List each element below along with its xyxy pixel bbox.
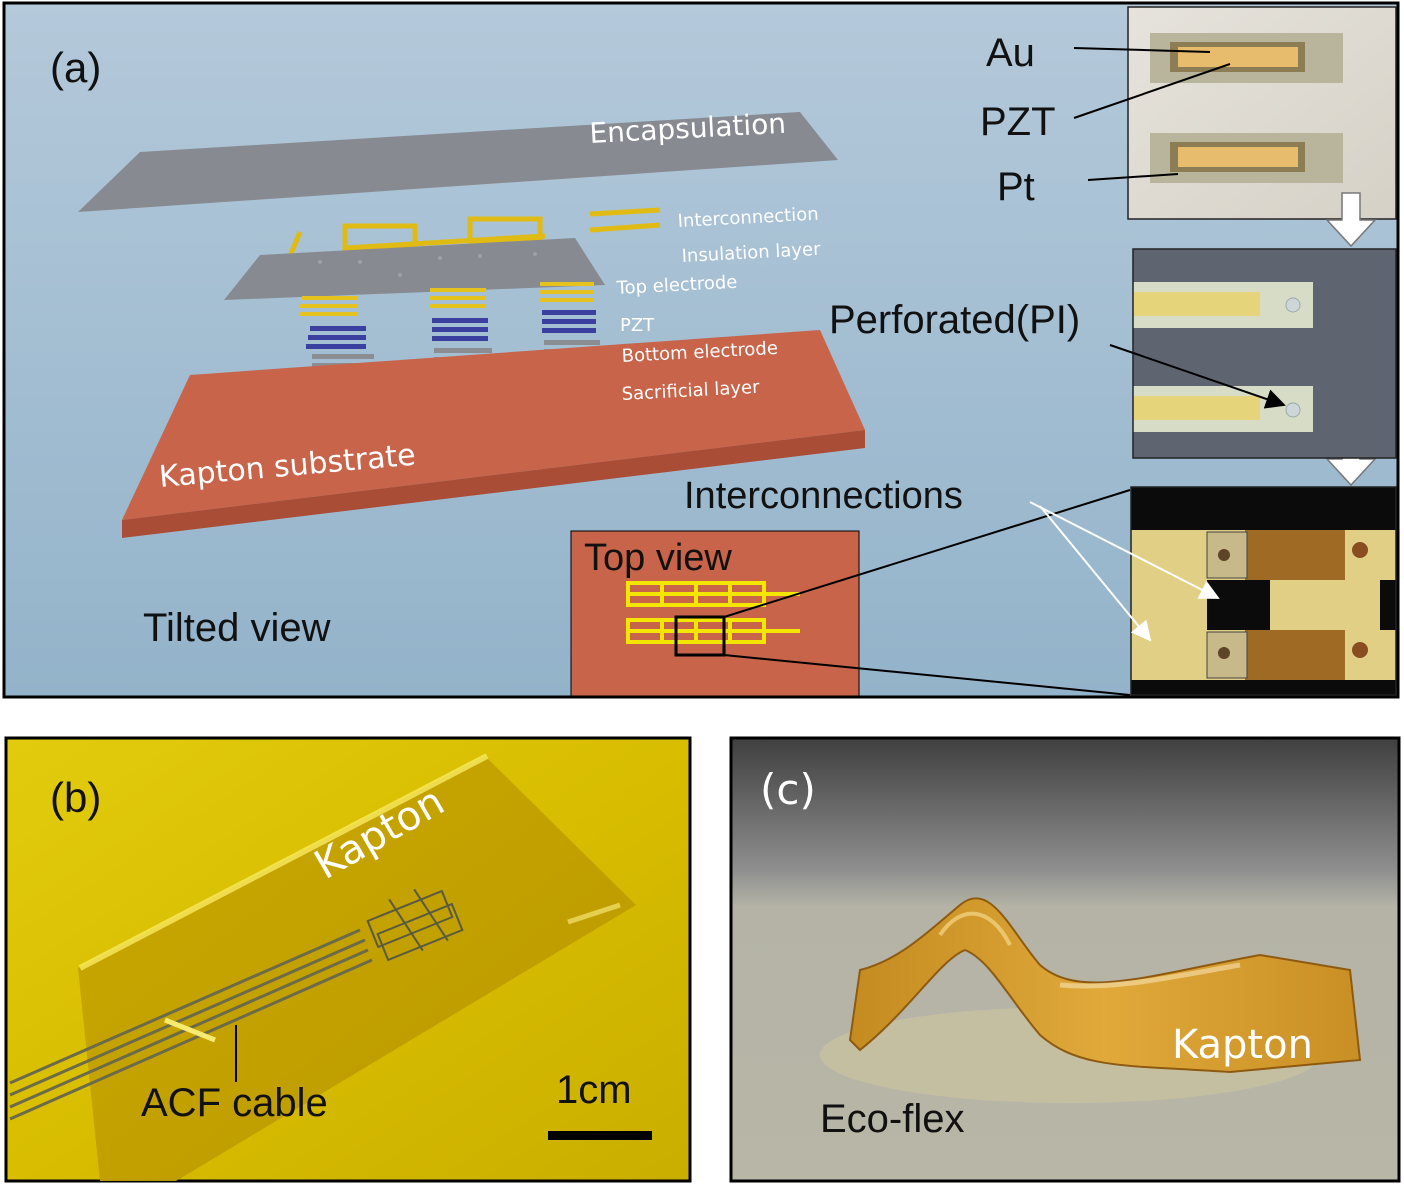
kapton-label-c: Kapton [1172,1022,1313,1068]
kapton-substrate [122,330,865,538]
interconnections-label: Interconnections [684,475,963,517]
micrograph-perforated [1132,248,1397,459]
panel-a: Encapsulation Interconnection Insulation… [2,1,1400,699]
top-view-label: Top view [584,537,732,579]
insulation-layer [224,238,605,300]
top-view-inset: Top view [570,530,860,697]
micrograph-interconnections [1130,486,1397,696]
acf-cable-label: ACF cable [141,1081,328,1125]
panel-c-label: (c) [760,765,816,814]
pt-label: Pt [997,165,1035,209]
tilted-view-label: Tilted view [143,606,331,650]
device-pattern [366,888,464,962]
panel-b: (b) Kapton ACF cable 1cm [4,736,692,1183]
panel-a-label: (a) [50,44,101,91]
pzt-label: PZT [980,100,1056,144]
panel-c: (c) Kapton Eco-flex [729,736,1401,1183]
interconnection-layer [287,207,661,257]
scale-bar-label: 1cm [556,1068,632,1112]
down-arrow-icon [1325,192,1377,248]
perforated-label: Perforated(PI) [829,298,1080,342]
ecoflex-label: Eco-flex [820,1097,965,1141]
micrograph-electrode [1127,6,1397,220]
kapton-film [78,756,636,1181]
label-pzt-layer: PZT [620,315,655,336]
au-label: Au [986,31,1035,75]
panel-b-label: (b) [50,774,101,821]
encapsulation-layer [78,112,838,212]
